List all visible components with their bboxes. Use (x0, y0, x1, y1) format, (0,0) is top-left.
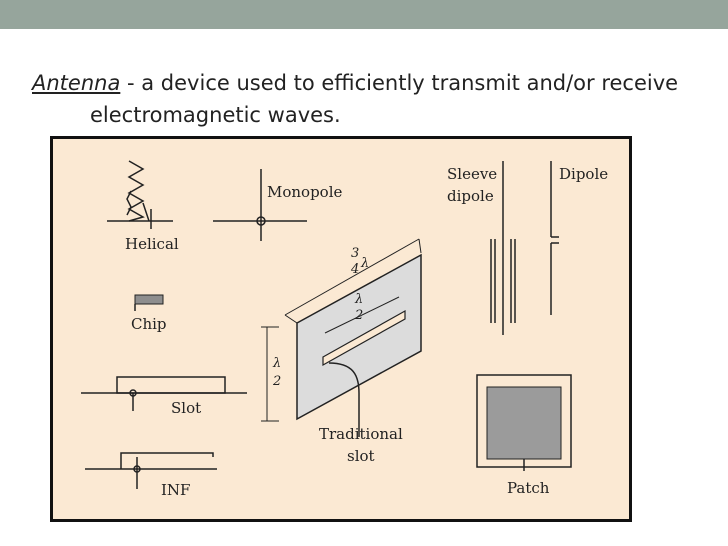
antenna-types-figure: Helical Monopole Chip Slot IN (50, 136, 632, 522)
definition-line-2: electromagnetic waves. (90, 103, 341, 127)
patch-element (486, 386, 562, 460)
half-dim-line (324, 296, 400, 334)
dim-tick-right (418, 238, 422, 254)
monopole-label: Monopole (267, 183, 343, 201)
three-quarter-lambda: λ (360, 256, 369, 271)
slot-feed-point (129, 389, 137, 397)
antenna-term: Antenna (32, 71, 121, 95)
chip-label: Chip (131, 315, 167, 333)
three-quarter-dim-line (284, 238, 420, 316)
header-bar (0, 0, 728, 29)
slot-antenna (81, 376, 247, 411)
slot-label: Slot (171, 399, 201, 417)
helix-coil-detail (126, 190, 132, 216)
plate-feed-line (328, 362, 360, 437)
half-den: 2 (354, 308, 363, 323)
monopole-feed (256, 216, 266, 226)
dim-tick-left (284, 314, 298, 324)
inf-label: INF (161, 481, 190, 499)
helical-label: Helical (125, 235, 179, 253)
chip-antenna (134, 294, 164, 311)
patch-antenna (476, 374, 572, 471)
traditional-slot-label-1: Traditional (319, 425, 403, 443)
monopole-antenna (213, 169, 307, 241)
dipole-antenna (550, 161, 559, 315)
patch-label: Patch (507, 479, 550, 497)
side-num: λ (272, 356, 281, 371)
inf-element (120, 452, 214, 469)
sleeve-dipole-label-1: Sleeve (447, 165, 497, 183)
helical-antenna (107, 160, 173, 229)
inf-feed-point (133, 465, 141, 473)
definition-text: - a device used to efficiently transmit … (120, 71, 679, 95)
slot-element (116, 376, 226, 394)
sleeve-dipole-label-2: dipole (447, 187, 494, 205)
helical-feed (142, 202, 150, 222)
inf-antenna (85, 452, 217, 489)
definition-line-1: Antenna - a device used to efficiently t… (32, 70, 722, 96)
plate-slot (322, 309, 406, 367)
side-den: 2 (272, 374, 281, 389)
antenna-diagram: Helical Monopole Chip Slot IN (81, 160, 608, 499)
dipole-label: Dipole (559, 165, 608, 183)
traditional-slot-antenna (261, 238, 422, 437)
half-num: λ (354, 292, 363, 307)
chip-body (134, 294, 164, 305)
sleeve-dipole-antenna (490, 161, 516, 335)
traditional-slot-label-2: slot (347, 447, 375, 465)
three-quarter-den: 4 (350, 262, 359, 277)
helix-coil-left (127, 160, 145, 222)
three-quarter-num: 3 (351, 246, 359, 261)
